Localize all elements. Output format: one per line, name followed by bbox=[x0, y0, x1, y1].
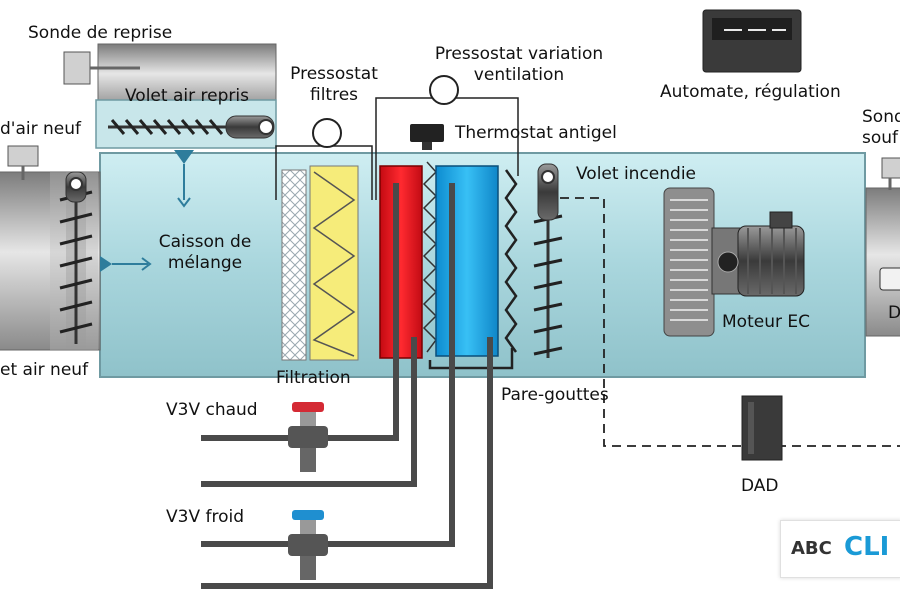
label-edge-d: D bbox=[888, 303, 900, 323]
abcclim-logo: ABC CLI bbox=[780, 520, 900, 578]
label-pressostat-ventilation-line1: Pressostat variation bbox=[434, 44, 604, 64]
label-filtration: Filtration bbox=[276, 368, 351, 388]
hydraulic-pipes bbox=[201, 183, 493, 589]
label-v3v-froid: V3V froid bbox=[166, 507, 244, 527]
filter-icon bbox=[281, 165, 359, 361]
label-moteur-ec: Moteur EC bbox=[722, 312, 810, 332]
drip-pan bbox=[428, 348, 514, 370]
label-v3v-chaud: V3V chaud bbox=[166, 400, 258, 420]
cold-valve bbox=[288, 510, 328, 580]
label-volet-air-repris: Volet air repris bbox=[125, 86, 249, 106]
controller-icon bbox=[702, 9, 802, 73]
label-dad: DAD bbox=[741, 476, 779, 496]
label-thermostat-antigel: Thermostat antigel bbox=[455, 123, 617, 143]
return-air-damper bbox=[108, 115, 275, 139]
supply-air-duct bbox=[865, 187, 900, 337]
label-pressostat-filtres: Pressostat filtres bbox=[282, 64, 386, 106]
fresh-air-damper bbox=[59, 171, 93, 348]
pare-gouttes-baffle bbox=[504, 169, 518, 353]
label-automate: Automate, régulation bbox=[660, 82, 841, 102]
label-sonde-soufflage: Sonde souf bbox=[862, 107, 900, 149]
label-pressostat-ventilation: Pressostat variation ventilation bbox=[420, 44, 618, 86]
sensor-icon bbox=[63, 51, 140, 85]
fire-damper bbox=[533, 163, 563, 358]
fresh-air-sensor bbox=[7, 145, 39, 180]
damper-icon bbox=[110, 119, 224, 135]
label-caisson-line1: Caisson de bbox=[158, 232, 252, 252]
pressure-gauge-icon bbox=[312, 75, 459, 148]
logo-part2: CLI bbox=[844, 532, 890, 562]
three-way-valve-icon bbox=[288, 402, 328, 472]
thermostat-icon bbox=[410, 124, 444, 353]
label-caisson-line2: mélange bbox=[167, 253, 243, 273]
label-sonde-soufflage-line2: souf bbox=[862, 128, 899, 148]
label-pare-gouttes: Pare-gouttes bbox=[501, 385, 609, 405]
return-air-arrow bbox=[174, 150, 194, 208]
label-volet-incendie: Volet incendie bbox=[576, 164, 697, 184]
dad-box bbox=[741, 395, 783, 461]
hot-coil bbox=[379, 165, 423, 359]
label-volet-air-neuf: et air neuf bbox=[0, 360, 89, 380]
supply-air-sensor bbox=[879, 157, 900, 291]
label-pressostat-filtres-line1: Pressostat bbox=[290, 64, 378, 84]
label-pressostat-filtres-line2: filtres bbox=[309, 85, 359, 105]
label-pressostat-ventilation-line2: ventilation bbox=[473, 65, 565, 85]
label-sonde-reprise: Sonde de reprise bbox=[28, 23, 173, 43]
fan-motor-icon bbox=[663, 187, 805, 337]
cold-coil bbox=[435, 165, 499, 357]
label-prise-air-neuf: d'air neuf bbox=[0, 119, 81, 139]
label-sonde-soufflage-line1: Sonde bbox=[862, 107, 900, 127]
fresh-air-arrow bbox=[100, 256, 152, 272]
label-caisson-melange: Caisson de mélange bbox=[146, 232, 264, 274]
logo-part1: ABC bbox=[791, 538, 832, 559]
